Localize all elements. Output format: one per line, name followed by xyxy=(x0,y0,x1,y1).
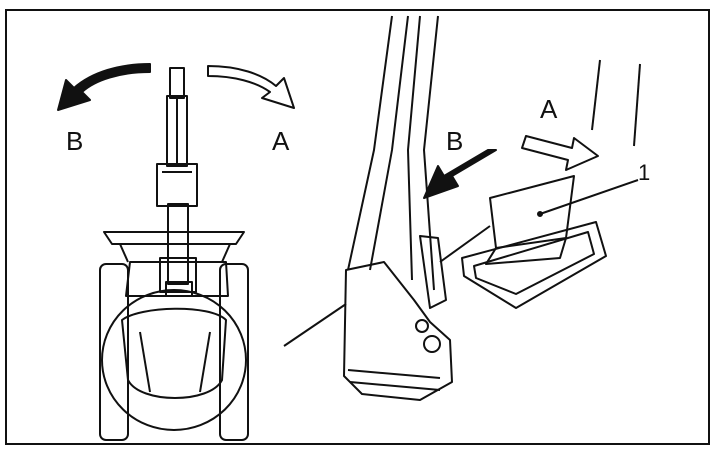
right-track xyxy=(219,263,249,441)
right-view-pedal xyxy=(283,15,641,401)
right-label-a: A xyxy=(540,94,558,124)
front-plate xyxy=(103,231,245,245)
pedal-arrow-b-icon xyxy=(423,149,497,199)
pedal-base-housing xyxy=(343,261,453,401)
pedal-tray xyxy=(461,221,607,309)
right-label-b: B xyxy=(446,126,464,156)
left-view-machine xyxy=(57,63,295,441)
swing-arrow-a-icon xyxy=(207,65,295,109)
left-label-a: A xyxy=(272,126,290,156)
left-track xyxy=(99,263,129,441)
cab-outline xyxy=(101,289,247,431)
pedal-arrow-a-icon xyxy=(521,135,599,171)
boom-bracket xyxy=(156,163,198,207)
left-label-b: B xyxy=(66,126,84,156)
seat-outline xyxy=(121,307,227,399)
swing-arrow-b-icon xyxy=(57,63,151,111)
callout-number: 1 xyxy=(638,160,651,185)
